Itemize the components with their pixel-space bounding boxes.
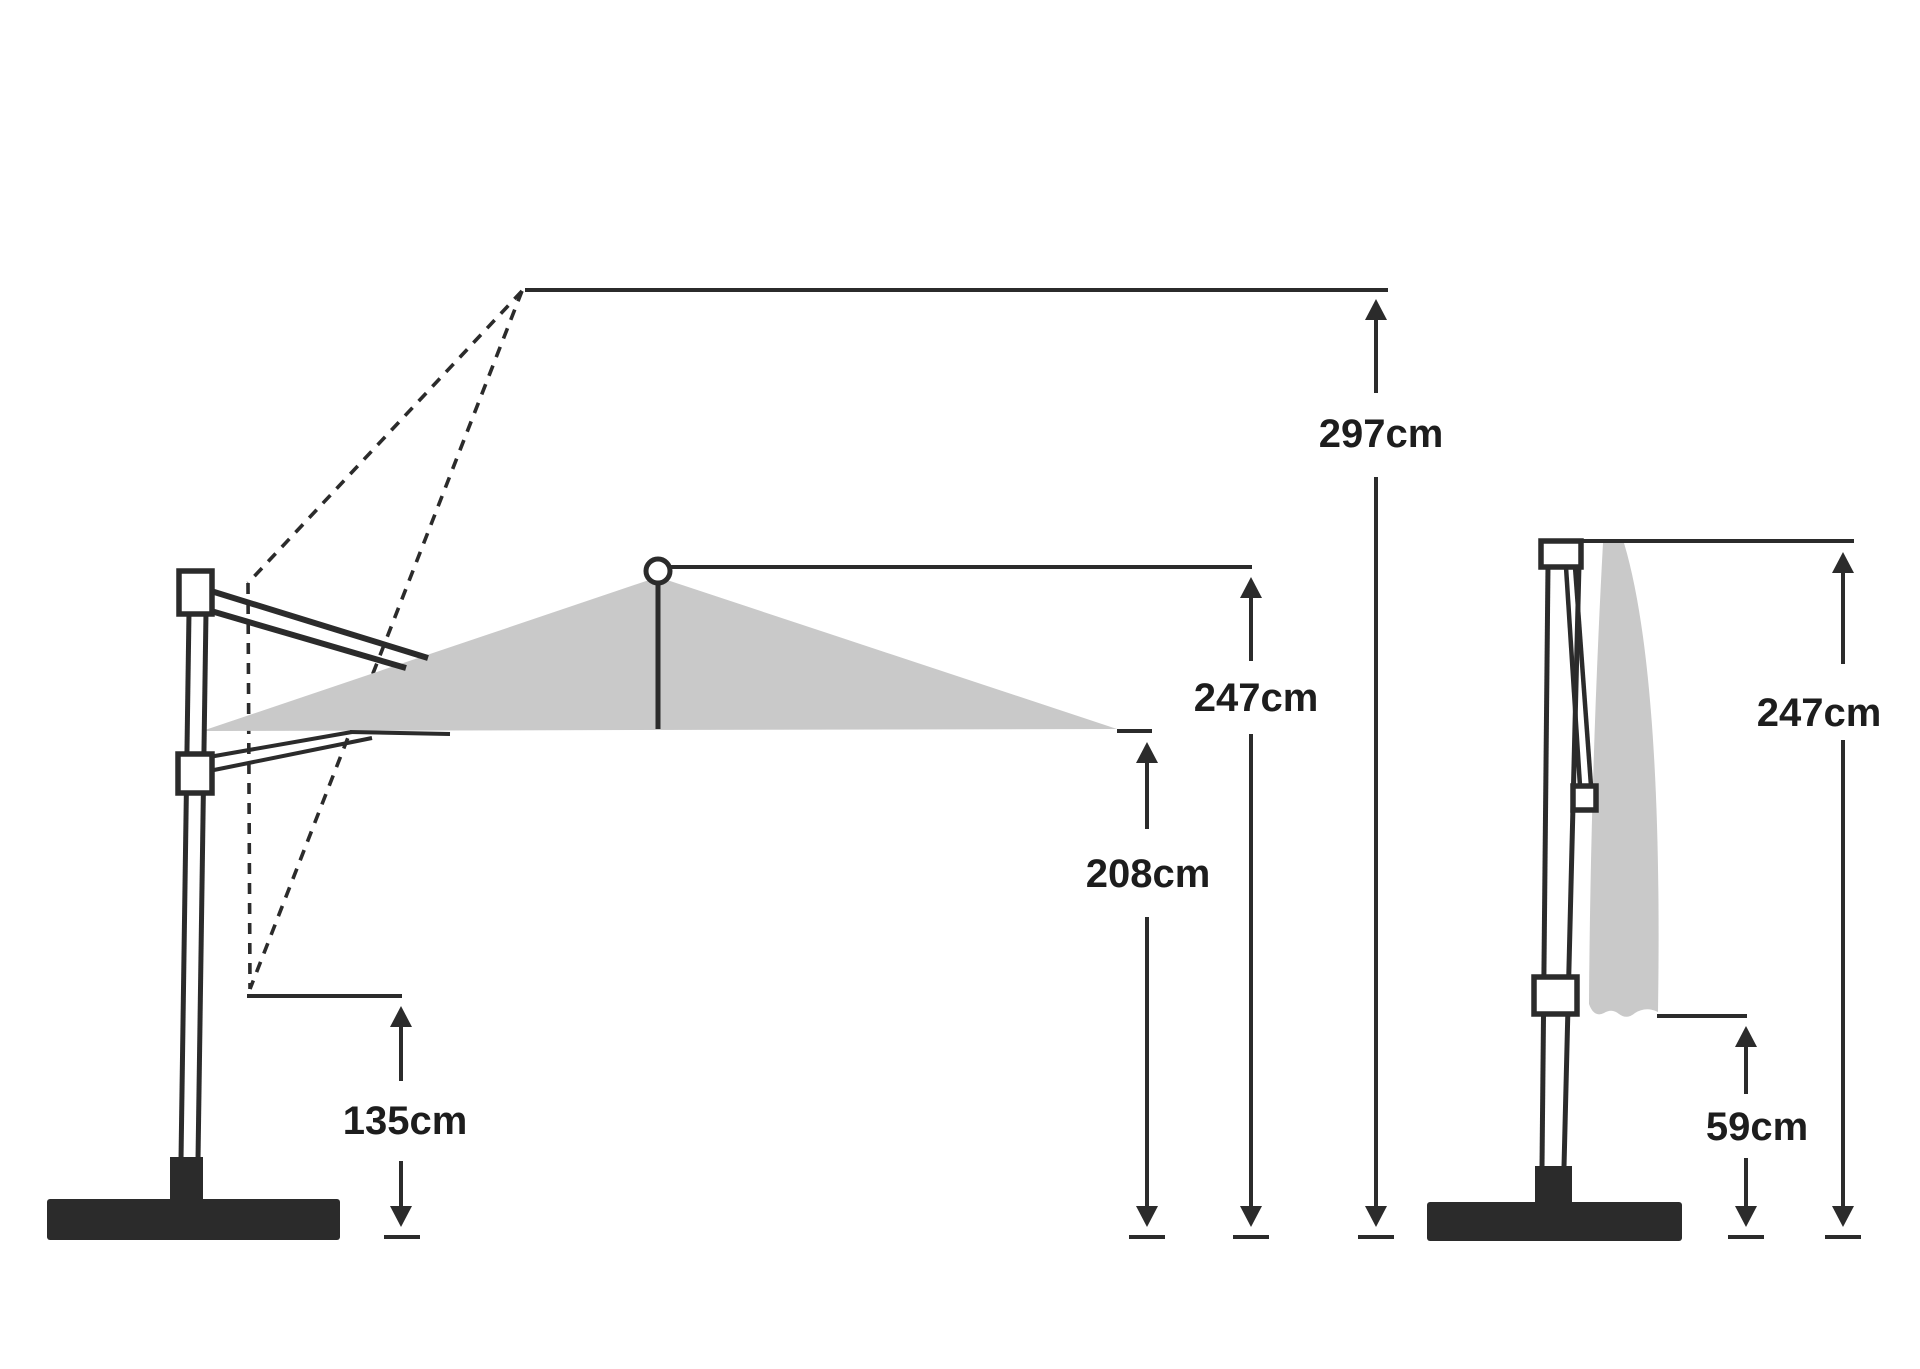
upper-arm-top xyxy=(210,588,429,661)
dashed-line-left xyxy=(246,289,524,585)
lower-arm-bottom xyxy=(208,736,373,773)
dimension-canopy-ground-gap: 59cm xyxy=(1657,1014,1808,1239)
open-parasol-figure xyxy=(47,289,1117,1240)
dashed-line-diagonal xyxy=(248,290,524,990)
mast-left-edge xyxy=(178,611,192,1161)
dimension-label-208: 208cm xyxy=(1086,852,1211,896)
canopy-bottom-edge-line xyxy=(349,730,451,736)
upper-arm-bottom xyxy=(210,608,407,671)
arrowhead-down xyxy=(1832,1206,1854,1227)
arrowhead-down xyxy=(1136,1206,1158,1227)
closed-mast-left-edge xyxy=(1539,564,1551,1168)
mast-joint xyxy=(1531,974,1580,1017)
dimension-annotations: 297cm 247cm 208cm xyxy=(247,288,1882,1239)
arrowhead-up xyxy=(1240,577,1262,598)
tilted-canopy-dashed-outline xyxy=(246,289,524,990)
closed-mast-right-edge xyxy=(1561,564,1582,1168)
dashed-line-vertical xyxy=(246,582,252,990)
dimension-label-297: 297cm xyxy=(1319,412,1444,456)
dimension-label-135: 135cm xyxy=(343,1099,468,1143)
base-plate xyxy=(47,1199,340,1240)
arrowhead-down xyxy=(1240,1206,1262,1227)
dimension-edge-clearance: 208cm xyxy=(1086,729,1211,1239)
arrowhead-up xyxy=(390,1006,412,1027)
folded-arm-line-1 xyxy=(1563,566,1583,787)
arrowhead-down xyxy=(1735,1206,1757,1227)
dimension-label-247-open: 247cm xyxy=(1194,676,1319,720)
dimension-tilt-clearance: 135cm xyxy=(247,994,468,1239)
dimension-closed-height: 247cm xyxy=(1541,539,1882,1239)
arrowhead-up xyxy=(1832,552,1854,573)
lower-bracket xyxy=(175,751,215,796)
mast-right-edge xyxy=(195,611,209,1161)
arrowhead-down xyxy=(1365,1206,1387,1227)
dimension-hub-height: 247cm xyxy=(671,565,1319,1239)
mast-top-cap xyxy=(1538,538,1584,570)
closed-base-plate xyxy=(1427,1202,1682,1241)
closed-parasol-figure xyxy=(1427,538,1682,1241)
base-neck xyxy=(170,1157,203,1203)
arrowhead-up xyxy=(1735,1026,1757,1047)
canopy-hub xyxy=(643,556,673,586)
closed-base-neck xyxy=(1535,1166,1572,1207)
dimension-label-59: 59cm xyxy=(1706,1105,1808,1149)
dimension-label-247-closed: 247cm xyxy=(1757,691,1882,735)
lower-arm-top xyxy=(208,730,353,759)
closed-canopy xyxy=(1589,543,1659,1017)
arrowhead-up xyxy=(1365,299,1387,320)
folded-arm-line-2 xyxy=(1572,566,1594,787)
folded-arm-bracket xyxy=(1570,783,1599,813)
dimension-max-height: 297cm xyxy=(525,288,1444,1239)
arrowhead-down xyxy=(390,1206,412,1227)
top-bracket xyxy=(176,568,215,617)
arrowhead-up xyxy=(1136,742,1158,763)
